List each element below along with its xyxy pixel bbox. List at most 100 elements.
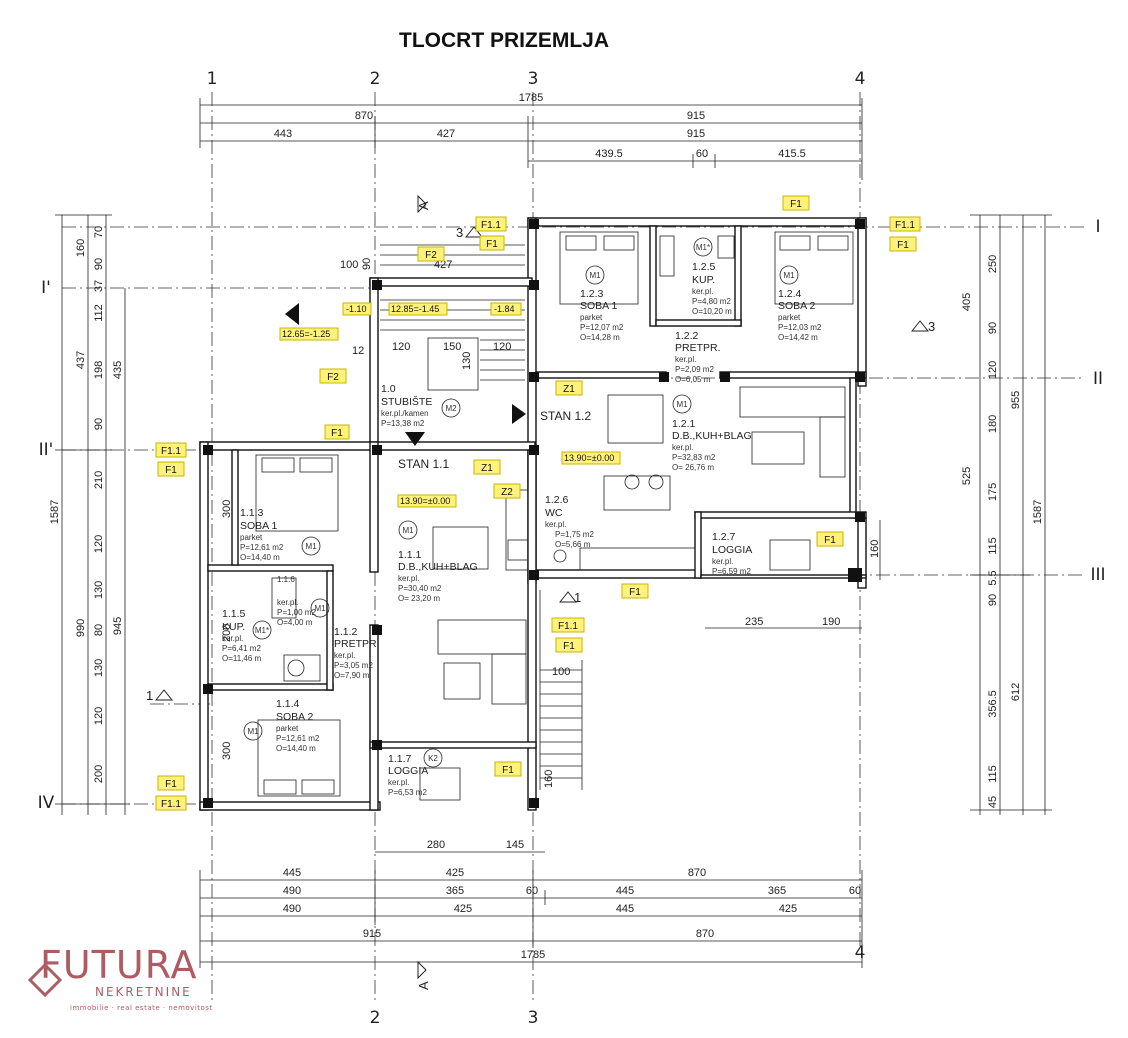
dim-left-80: 80 [93, 624, 105, 636]
dimensions-right [970, 214, 1052, 815]
room-1-2-7-name: LOGGIA [712, 544, 752, 556]
dim-bot-490b: 490 [283, 903, 301, 915]
grid-label-2-bottom: 2 [370, 1008, 381, 1028]
level-6: 13.90=±0.00 [564, 453, 614, 463]
logo-sub-text: NEKRETNINE [95, 985, 192, 999]
dim-right-250: 250 [987, 255, 999, 273]
section-a-bottom: A [416, 981, 431, 990]
room-1-2-4-perim: O=14,42 m [778, 333, 818, 342]
room-1-1-3-name: SOBA 1 [240, 520, 278, 532]
tag-f1-right-top: F1 [897, 240, 909, 251]
logo-tagline: immobilie · real estate · nemovitost [70, 1004, 213, 1012]
room-1-2-5-perim: O=10,20 m [692, 307, 732, 316]
level-1: -1.10 [346, 304, 367, 314]
dim-left-120b: 120 [93, 707, 105, 725]
dim-bot-870b: 870 [696, 928, 714, 940]
grid-label-1-top: 1 [207, 69, 218, 89]
room-1-1-6-floor: ker.pl. [277, 598, 298, 607]
dim-misc-160a: 160 [869, 540, 881, 558]
tag-f2-top: F2 [425, 250, 437, 261]
marker-m1-c: M1 [676, 400, 688, 409]
section-marks: A A 1 1 3 3 [146, 194, 935, 990]
dim-bot-365: 365 [446, 885, 464, 897]
level-2: 12.85=-1.45 [391, 304, 439, 314]
room-1-1-4-floor: parket [276, 724, 299, 733]
dim-left-70: 70 [93, 226, 105, 238]
dim-left-130b: 130 [93, 659, 105, 677]
dim-left-990: 990 [75, 619, 87, 637]
dim-right-955: 955 [1010, 391, 1022, 409]
room-1-1-5-floor: ker.pl. [222, 634, 243, 643]
level-markers: -1.10 12.85=-1.45 -1.84 12.65=-1.25 13.9… [279, 302, 621, 508]
dim-bot-60: 60 [526, 885, 538, 897]
marker-m1star-b: M1* [255, 626, 269, 635]
dim-bot-1785: 1785 [521, 949, 545, 961]
room-1-1-2-perim: O=7,90 m [334, 671, 370, 680]
tag-f11-left-a: F1.1 [161, 446, 181, 457]
room-1-2-6-name: WC [545, 507, 563, 519]
tag-f1-top: F1 [790, 199, 802, 210]
dim-top-415-5: 415.5 [778, 148, 806, 160]
dim-misc-120b: 120 [493, 341, 511, 353]
room-1-2-2-id: 1.2.2 [675, 330, 699, 342]
dim-right-120: 120 [987, 361, 999, 379]
room-1-1-7-floor: ker.pl. [388, 778, 409, 787]
dim-left-90a: 90 [93, 258, 105, 270]
room-1-2-4-floor: parket [778, 313, 801, 322]
tag-f11-stairs-out: F1.1 [558, 621, 578, 632]
dim-misc-190: 190 [822, 616, 840, 628]
dim-left-160: 160 [75, 239, 87, 257]
level-4: 12.65=-1.25 [282, 329, 330, 339]
dim-bot-445c: 445 [616, 903, 634, 915]
dim-left-200: 200 [93, 765, 105, 783]
room-1-2-4-id: 1.2.4 [778, 288, 802, 300]
grid-label-III-right: III [1090, 565, 1105, 585]
dimensions-left [55, 214, 130, 815]
room-1-1-1-id: 1.1.1 [398, 549, 422, 561]
unit-stan-1-2: STAN 1.2 [540, 409, 591, 423]
room-1-1-4-area: P=12,61 m2 [276, 734, 320, 743]
room-1-2-3-id: 1.2.3 [580, 288, 604, 300]
room-1-2-3-floor: parket [580, 313, 603, 322]
tag-f2-left: F2 [327, 372, 339, 383]
dim-misc-120a: 120 [392, 341, 410, 353]
grid-label-3-top: 3 [528, 69, 539, 89]
dim-left-945: 945 [112, 617, 124, 635]
dim-top-427: 427 [437, 128, 455, 140]
inner-dimensions: 100 427 90 120 150 120 130 12 235 190 16… [221, 258, 881, 788]
dim-right-612: 612 [1010, 683, 1022, 701]
tag-z1-top: Z1 [563, 384, 575, 395]
room-1-0-area: P=13,38 m2 [381, 419, 425, 428]
room-1-2-3-name: SOBA 1 [580, 300, 618, 312]
dim-bot-915: 915 [363, 928, 381, 940]
room-1-2-6-area: P=1,75 m2 [555, 530, 594, 539]
room-1-2-1-perim: O= 26,76 m [672, 463, 714, 472]
tag-f1-mid: F1 [331, 428, 343, 439]
element-tags: F1 F1.1 F1 F1.1 F1 F2 F2 F1 F1.1 F1 Z1 Z… [155, 195, 921, 811]
room-1-1-1-perim: O= 23,20 m [398, 594, 440, 603]
room-1-1-6-id: 1.1.6 [277, 575, 295, 584]
room-1-2-2-floor: ker.pl. [675, 355, 696, 364]
tag-f1-loggia-a: F1 [502, 765, 514, 776]
plan-title: TLOCRT PRIZEMLJA [399, 29, 609, 52]
room-1-1-4-name: SOBA 2 [276, 711, 314, 723]
dim-right-356-5: 356.5 [987, 690, 999, 718]
grid-label-II-left: II' [39, 440, 54, 460]
dim-bot-425b: 425 [454, 903, 472, 915]
dim-top-439-5: 439.5 [595, 148, 623, 160]
dim-misc-300b: 300 [221, 742, 233, 760]
room-1-1-2-floor: ker.pl. [334, 651, 355, 660]
tag-f11-stair: F1.1 [481, 220, 501, 231]
dim-bot-870: 870 [688, 867, 706, 879]
tag-f1-left-b: F1 [165, 779, 177, 790]
dim-right-90a: 90 [987, 322, 999, 334]
dim-misc-12: 12 [352, 345, 364, 357]
dim-right-1587: 1587 [1032, 500, 1044, 524]
dim-top-870: 870 [355, 110, 373, 122]
dim-bot-445: 445 [283, 867, 301, 879]
dim-left-1587: 1587 [49, 500, 61, 524]
unit-stan-1-1: STAN 1.1 [398, 457, 449, 471]
dim-left-198: 198 [93, 361, 105, 379]
dim-top-443: 443 [274, 128, 292, 140]
room-1-1-3-perim: O=14,40 m [240, 553, 280, 562]
